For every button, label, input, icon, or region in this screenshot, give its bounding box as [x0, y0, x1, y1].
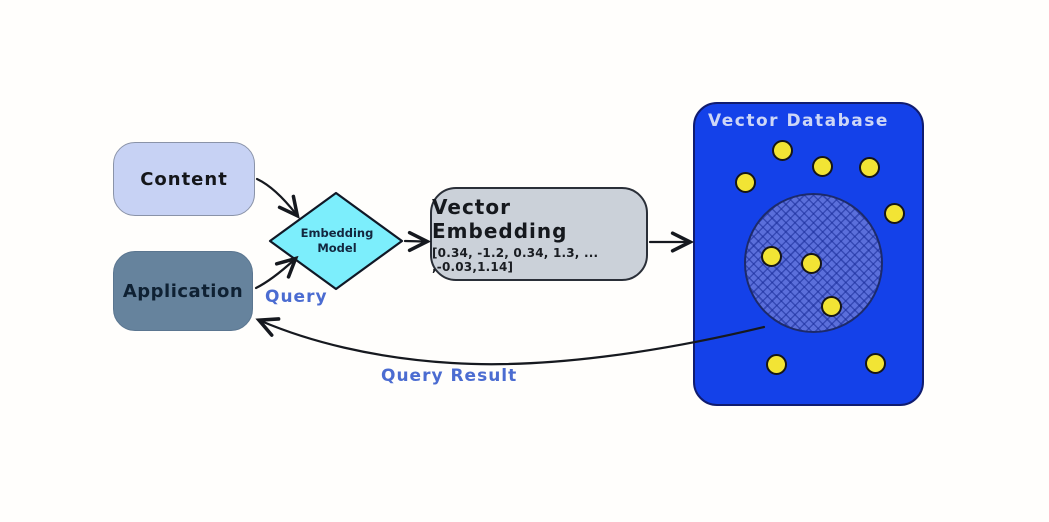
arrow-model-to-embedding [403, 230, 432, 253]
vector-point-dot [772, 140, 793, 161]
vector-database-title: Vector Database [708, 111, 889, 131]
vector-point-dot [884, 203, 905, 224]
vector-embedding-node: Vector Embedding [0.34, -1.2, 0.34, 1.3,… [430, 187, 648, 281]
vector-embedding-values: [0.34, -1.2, 0.34, 1.3, ... ,-0.03,1.14] [432, 245, 599, 274]
query-label: Query [265, 287, 328, 307]
embedding-model-label-line2: Model [317, 241, 357, 255]
vector-point-dot [761, 246, 782, 267]
embedding-model-label: Embedding Model [272, 193, 402, 289]
arrow-query-result [255, 317, 766, 366]
embedding-model-node [268, 191, 404, 291]
vector-point-dot [766, 354, 787, 375]
query-result-label: Query Result [381, 366, 518, 386]
vector-embedding-title: Vector Embedding [432, 194, 568, 243]
vector-point-dot [735, 172, 756, 193]
vector-point-dot [859, 157, 880, 178]
vector-point-dot [812, 156, 833, 177]
content-label: Content [140, 168, 228, 190]
vector-point-dot [821, 296, 842, 317]
content-node: Content [113, 142, 255, 216]
vector-point-dot [801, 253, 822, 274]
embedding-model-label-line1: Embedding [300, 226, 374, 241]
vector-point-dot [865, 353, 886, 374]
application-label: Application [122, 280, 244, 302]
application-node: Application [113, 251, 253, 331]
vector-database-node: Vector Database [693, 102, 924, 406]
arrow-application-to-model [254, 255, 299, 290]
arrow-content-to-model [255, 177, 300, 219]
